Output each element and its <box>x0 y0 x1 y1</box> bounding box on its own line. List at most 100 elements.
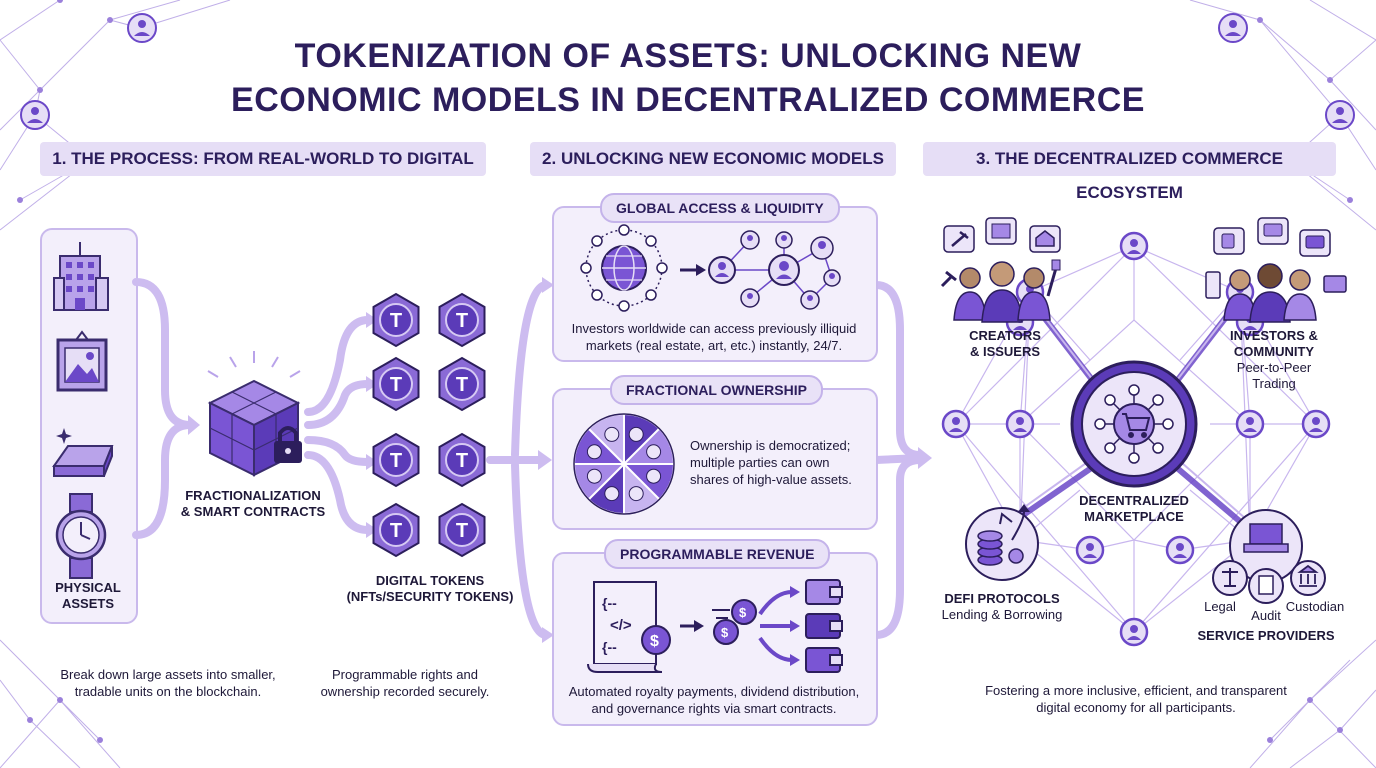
legal-label: Legal <box>1204 599 1236 614</box>
process-desc-left-2: tradable units on the blockchain. <box>74 684 262 699</box>
creators-group-icon <box>940 217 1061 323</box>
token-icon: T <box>372 502 420 558</box>
fractional-desc-3: shares of high-value assets. <box>690 472 852 487</box>
investors-label-3: Peer-to-Peer <box>1236 360 1312 375</box>
digital-tokens-label-1: DIGITAL TOKENS <box>375 573 485 588</box>
programmable-revenue-diagram: {-- </> {-- $ $ $ <box>587 579 843 673</box>
creators-label-1: CREATORS <box>969 328 1041 343</box>
user-node-icon <box>941 409 971 439</box>
smart-contract-scroll-icon: {-- </> {-- $ <box>587 581 671 673</box>
token-glyph: T <box>456 450 468 472</box>
ownership-pie-icon <box>572 412 676 516</box>
revenue-desc-1: Automated royalty payments, dividend dis… <box>568 684 860 699</box>
global-access-panel <box>552 206 878 362</box>
ecosystem-desc-2: digital economy for all participants. <box>1036 700 1236 715</box>
user-node-icon <box>1119 617 1149 647</box>
token-glyph: T <box>390 374 402 396</box>
physical-assets-label: PHYSICAL ASSETS <box>40 580 136 612</box>
svg-text:</>: </> <box>610 617 632 634</box>
token-glyph: T <box>456 374 468 396</box>
fractional-ownership-description: Ownership is democratized; multiple part… <box>690 437 860 488</box>
fractional-desc-2: multiple parties can own <box>690 455 830 470</box>
process-desc-right-1: Programmable rights and <box>332 667 478 682</box>
token-icon: T <box>372 356 420 412</box>
wallet-icons <box>805 579 843 673</box>
token-icon: T <box>372 432 420 488</box>
svg-text:$: $ <box>650 633 659 650</box>
corner-user-icons <box>20 13 1355 130</box>
programmable-revenue-title: PROGRAMMABLE REVENUE <box>604 539 831 569</box>
fractionalization-cube-icon <box>207 351 302 477</box>
token-icon: T <box>438 292 486 348</box>
physical-asset-icons <box>52 242 114 579</box>
user-node-icon <box>1301 409 1331 439</box>
section-header-ecosystem: 3. THE DECENTRALIZED COMMERCE ECOSYSTEM <box>923 142 1336 202</box>
process-desc-left-1: Break down large assets into smaller, <box>60 667 276 682</box>
owner-icon <box>646 444 662 460</box>
token-glyph: T <box>456 520 468 542</box>
ecosystem-description: Fostering a more inclusive, efficient, a… <box>966 682 1306 716</box>
section-header-process: 1. THE PROCESS: FROM REAL-WORLD TO DIGIT… <box>40 142 486 176</box>
creators-label: CREATORS & ISSUERS <box>950 328 1060 360</box>
programmable-revenue-description: Automated royalty payments, dividend dis… <box>556 683 872 717</box>
marketplace-hub <box>1070 360 1198 488</box>
gold-bar-icon <box>52 428 114 477</box>
token-icon: T <box>438 432 486 488</box>
title-line-1: TOKENIZATION OF ASSETS: UNLOCKING NEW <box>294 37 1082 75</box>
custodian-label: Custodian <box>1285 599 1345 614</box>
svg-text:{--: {-- <box>602 595 617 611</box>
service-providers-icon <box>1212 509 1326 604</box>
defi-label-1: DEFI PROTOCOLS <box>944 591 1060 606</box>
owner-icon <box>604 426 620 442</box>
process-description-left: Break down large assets into smaller, tr… <box>48 666 288 700</box>
process-desc-right-2: ownership recorded securely. <box>320 684 490 699</box>
investors-label-1: INVESTORS & <box>1230 328 1318 343</box>
investors-label-2: COMMUNITY <box>1233 344 1315 359</box>
defi-label: DEFI PROTOCOLS Lending & Borrowing <box>932 591 1072 623</box>
investors-group-icon <box>1205 217 1347 323</box>
page-title: TOKENIZATION OF ASSETS: UNLOCKING NEW EC… <box>188 34 1188 122</box>
revenue-desc-2: and governance rights via smart contract… <box>591 701 837 716</box>
global-access-description: Investors worldwide can access previousl… <box>556 320 872 354</box>
digital-tokens-label-2: (NFTs/SECURITY TOKENS) <box>346 589 514 604</box>
defi-coins-icon <box>965 504 1039 581</box>
fractional-ownership-title: FRACTIONAL OWNERSHIP <box>610 375 823 405</box>
digital-tokens-label: DIGITAL TOKENS (NFTs/SECURITY TOKENS) <box>340 573 520 605</box>
token-icon: T <box>438 502 486 558</box>
owner-icon <box>628 486 644 502</box>
ecosystem-desc-1: Fostering a more inclusive, efficient, a… <box>985 683 1287 698</box>
fractional-desc-1: Ownership is democratized; <box>690 438 851 453</box>
marketplace-label: DECENTRALIZED MARKETPLACE <box>1070 493 1198 525</box>
arrow-right-icon <box>680 620 704 632</box>
global-desc-2: markets (real estate, art, etc.) instant… <box>585 338 843 353</box>
owner-icon <box>646 468 662 484</box>
fractionalization-label: FRACTIONALIZATION & SMART CONTRACTS <box>180 488 326 520</box>
physical-assets-label-1: PHYSICAL <box>55 580 121 595</box>
owner-icon <box>586 468 602 484</box>
watch-icon <box>55 493 107 579</box>
owner-icon <box>628 426 644 442</box>
marketplace-label-2: MARKETPLACE <box>1084 509 1184 524</box>
investors-label-4: Trading <box>1252 376 1296 391</box>
token-glyph: T <box>390 520 402 542</box>
physical-assets-label-2: ASSETS <box>61 596 114 611</box>
arrow-right-icon <box>680 264 706 276</box>
user-node-icon <box>1005 409 1035 439</box>
token-icon: T <box>438 356 486 412</box>
coins-icon: $ $ <box>712 599 757 645</box>
user-node-icon <box>1119 231 1149 261</box>
svg-text:$: $ <box>721 625 729 640</box>
global-access-title: GLOBAL ACCESS & LIQUIDITY <box>600 193 840 223</box>
title-line-2: ECONOMIC MODELS IN DECENTRALIZED COMMERC… <box>231 81 1145 119</box>
marketplace-label-1: DECENTRALIZED <box>1079 493 1189 508</box>
defi-label-2: Lending & Borrowing <box>941 607 1063 622</box>
investors-label: INVESTORS & COMMUNITY Peer-to-Peer Tradi… <box>1214 328 1334 392</box>
process-description-right: Programmable rights and ownership record… <box>298 666 512 700</box>
investor-network-icons <box>708 230 841 310</box>
painting-icon <box>56 330 108 392</box>
owner-icon <box>586 444 602 460</box>
audit-label: Audit <box>1251 608 1281 623</box>
owner-icon <box>604 486 620 502</box>
